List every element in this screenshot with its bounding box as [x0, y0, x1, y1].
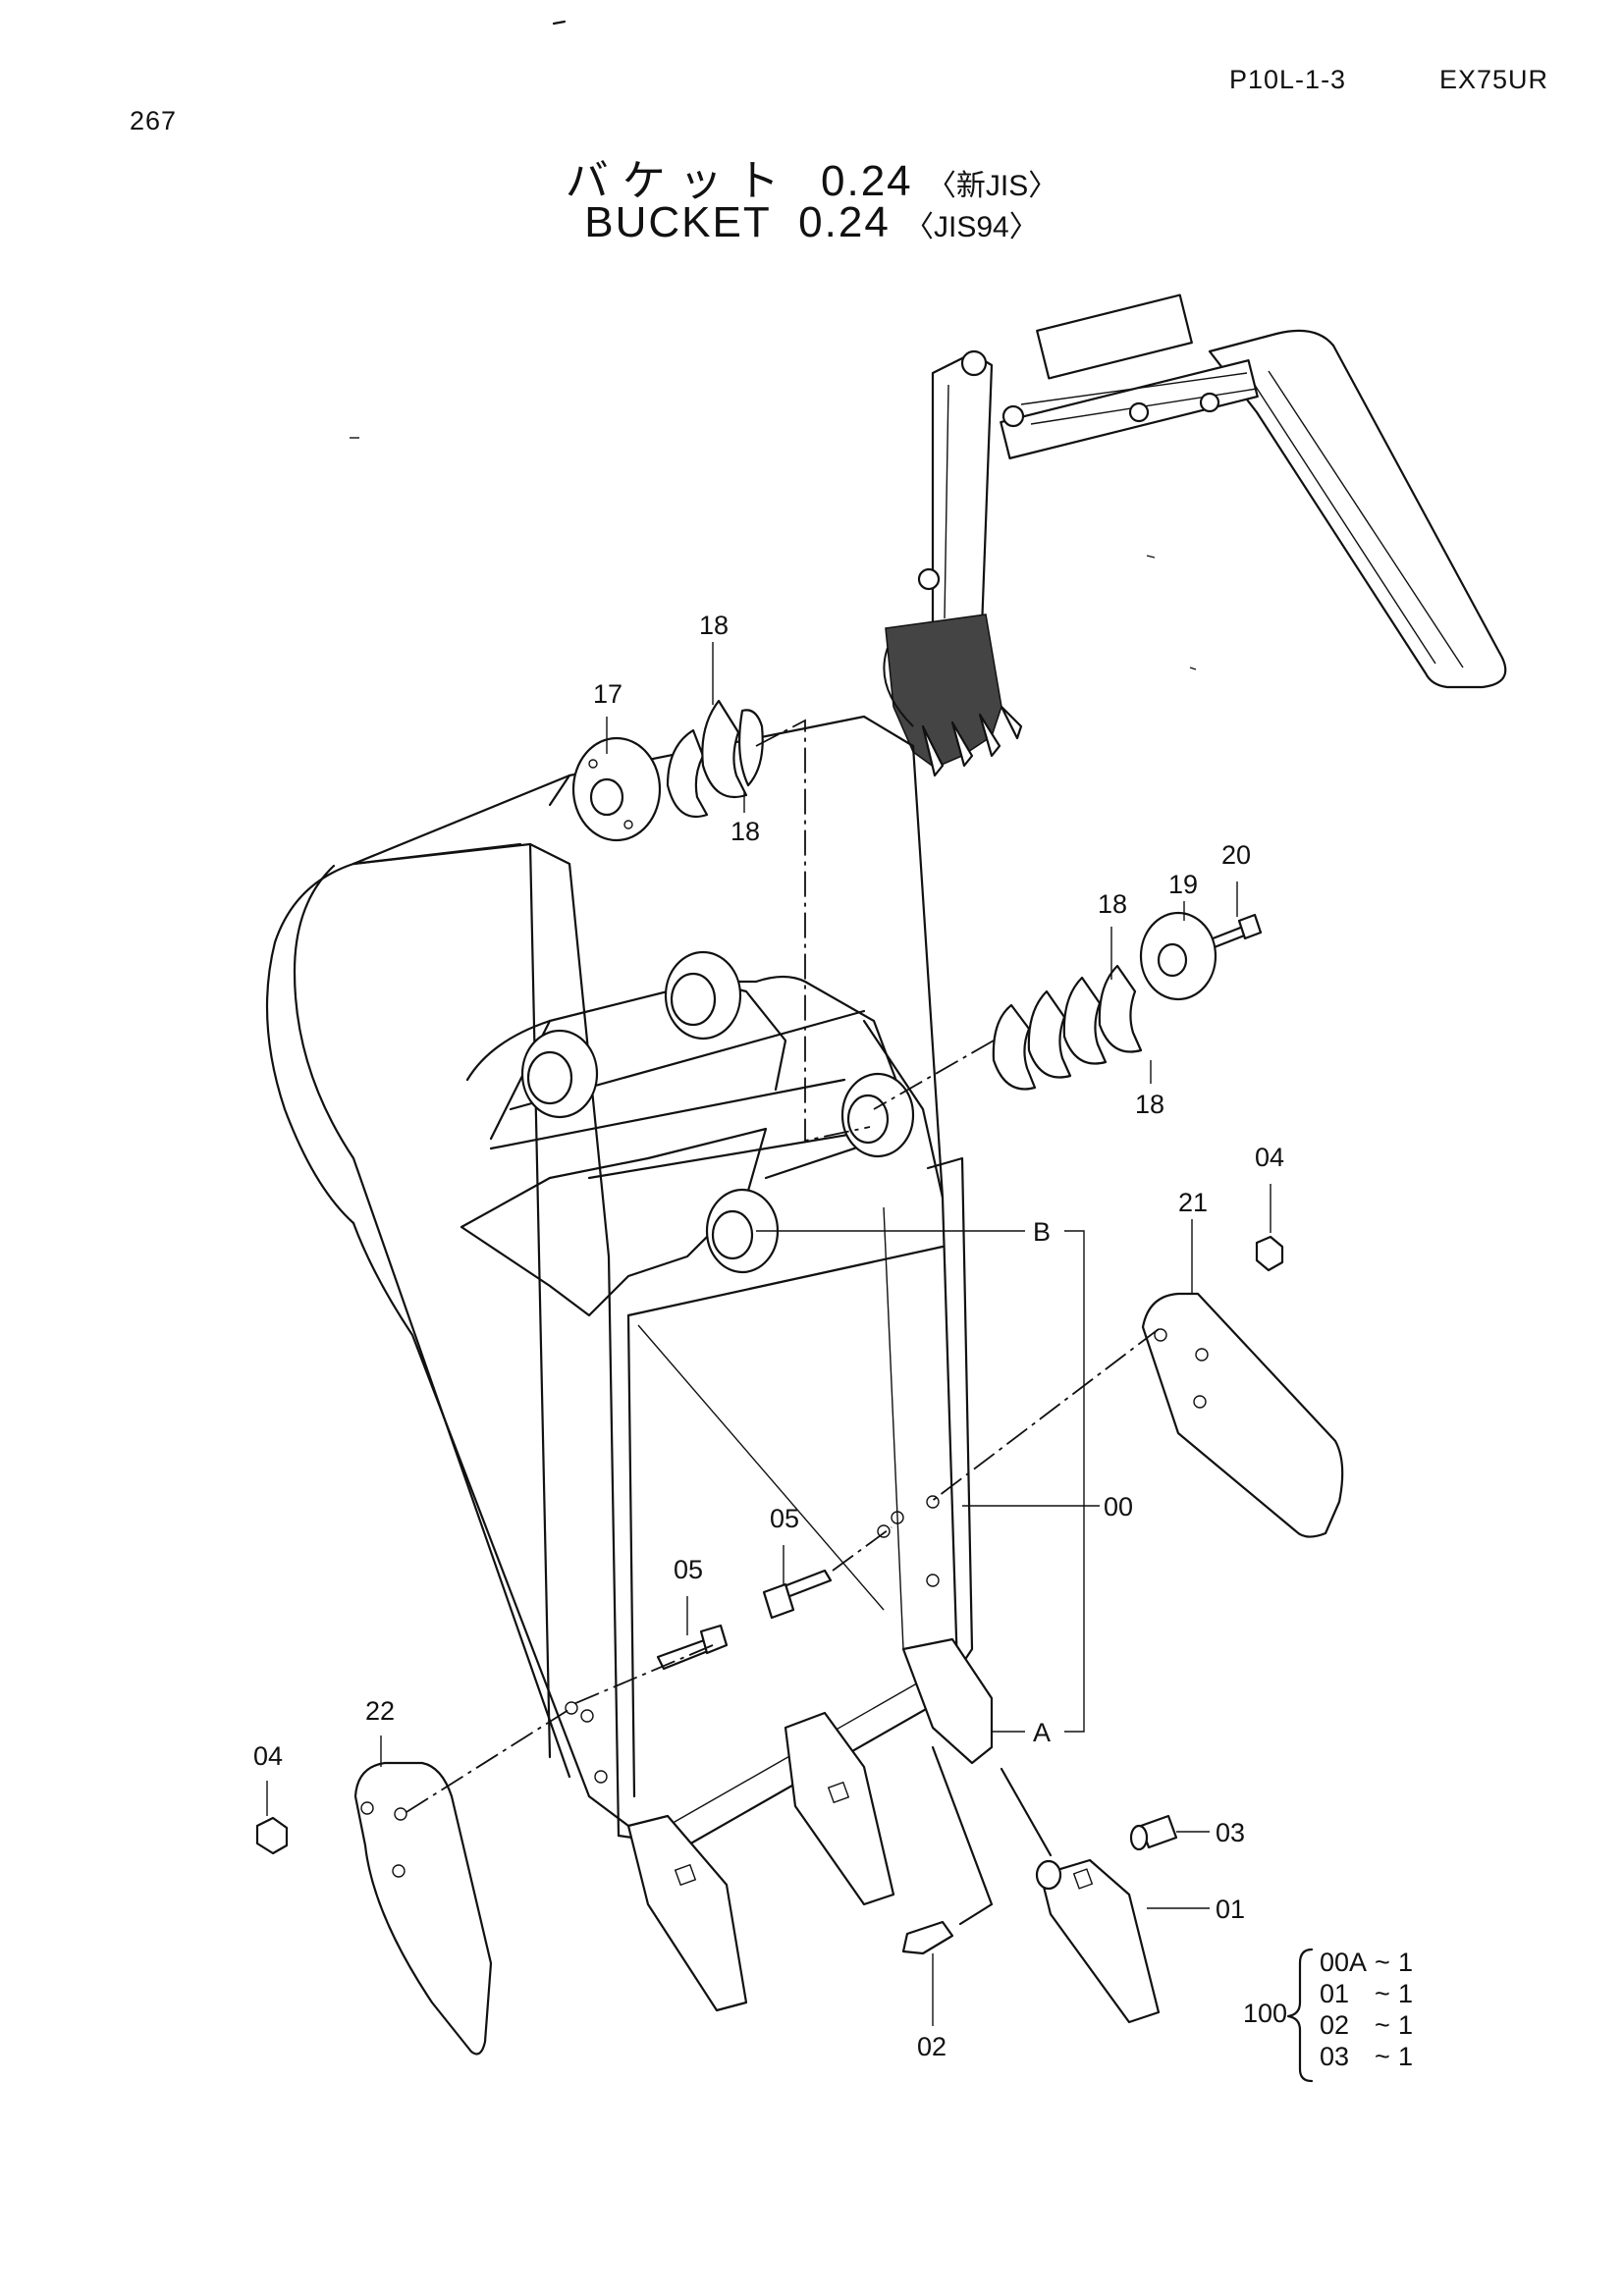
kit-item-sep: ~	[1375, 2042, 1390, 2071]
tooth-detail	[901, 1745, 1178, 2024]
callout-05-upper: 05	[770, 1504, 799, 1533]
page-title-jp: バケット 0.24 〈新JIS〉	[0, 145, 1623, 208]
callout-01: 01	[1216, 1895, 1245, 1924]
leader-lines	[266, 642, 1271, 2026]
side-cutter-left	[255, 1761, 493, 2056]
kit-item-code: 03	[1320, 2042, 1349, 2071]
title-jp-name: バケット	[565, 157, 793, 205]
scan-marks	[350, 20, 1197, 670]
callout-17: 17	[593, 679, 622, 709]
callout-04-right: 04	[1255, 1143, 1284, 1172]
kit-item-sep: ~	[1375, 1948, 1390, 1977]
kit-item-qty: 1	[1398, 2042, 1413, 2071]
section-code: P10L-1-3	[1229, 65, 1347, 94]
model-name: EX75UR	[1439, 65, 1549, 94]
title-jp-capacity: 0.24	[821, 157, 913, 205]
callout-22: 22	[365, 1696, 395, 1726]
title-en-capacity: 0.24	[798, 198, 891, 246]
page-title-en: BUCKET 0.24 〈JIS94〉	[0, 198, 1623, 247]
title-en-name: BUCKET	[584, 198, 771, 246]
callout-05-lower: 05	[674, 1555, 703, 1584]
callout-A: A	[1033, 1718, 1051, 1747]
kit-item-qty: 1	[1398, 2010, 1413, 2040]
callout-labels: 17 18 18 18 18 19 20 04 21 B 00 05 05 A …	[253, 611, 1284, 2061]
kit-list: 100 00A ~ 1 01 ~ 1 02 ~ 1 03 ~ 1	[1243, 1948, 1413, 2083]
kit-item-qty: 1	[1398, 1948, 1413, 1977]
callout-18-right-bottom: 18	[1135, 1090, 1164, 1119]
callout-B: B	[1033, 1217, 1051, 1247]
callout-02: 02	[917, 2032, 947, 2061]
kit-item-code: 01	[1320, 1979, 1349, 2008]
callout-18-top: 18	[699, 611, 729, 640]
page-number: 267	[130, 106, 178, 135]
excavator-arm-illustration	[883, 294, 1507, 777]
title-jp-standard: 〈新JIS〉	[926, 170, 1058, 202]
kit-item-code: 00A	[1320, 1948, 1367, 1977]
callout-20: 20	[1221, 840, 1251, 870]
callout-19: 19	[1168, 870, 1198, 899]
kit-item-code: 02	[1320, 2010, 1349, 2040]
bolts	[656, 913, 1263, 1671]
callout-18-right-top: 18	[1098, 889, 1127, 919]
kit-item-qty: 1	[1398, 1979, 1413, 2008]
kit-number: 100	[1243, 1999, 1287, 2028]
bucket-assembly	[265, 715, 994, 2012]
title-en-standard: 〈JIS94〉	[904, 211, 1039, 243]
side-cutter-right	[1141, 1235, 1344, 1538]
callout-00: 00	[1104, 1492, 1133, 1522]
callout-18-bottom: 18	[730, 817, 760, 846]
callout-21: 21	[1178, 1188, 1208, 1217]
assembly-center-lines	[406, 719, 1160, 1813]
shims-and-plates	[571, 699, 1217, 1091]
callout-03: 03	[1216, 1818, 1245, 1847]
kit-item-sep: ~	[1375, 2010, 1390, 2040]
kit-item-sep: ~	[1375, 1979, 1390, 2008]
callout-04-left: 04	[253, 1741, 283, 1771]
